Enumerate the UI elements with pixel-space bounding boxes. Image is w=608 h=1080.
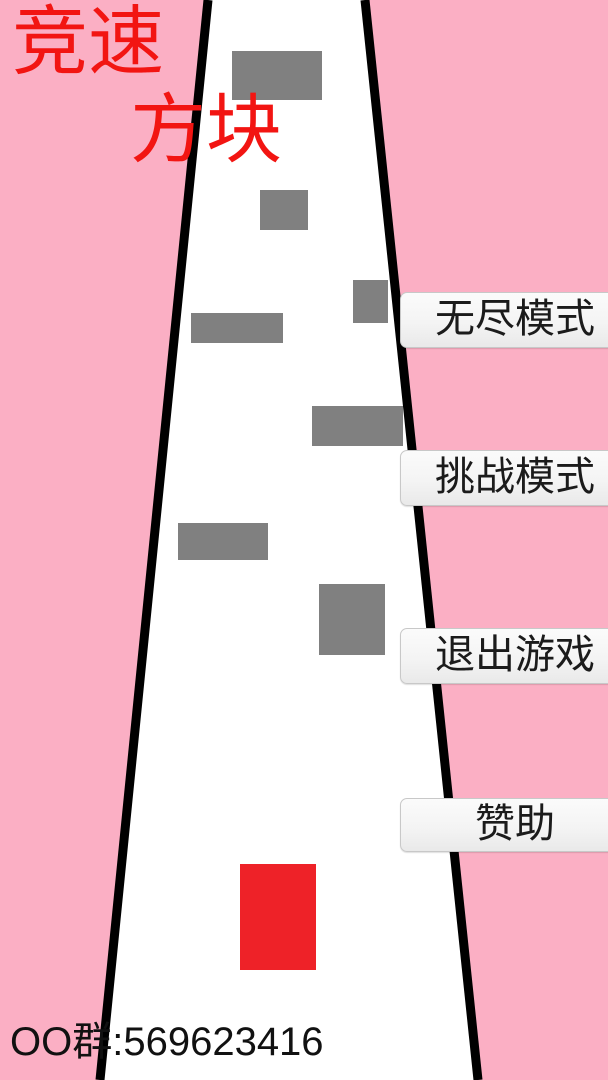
main-menu: 无尽模式 挑战模式 退出游戏 赞助: [400, 0, 608, 1080]
obstacle-block: [353, 280, 388, 323]
player-block[interactable]: [240, 864, 316, 970]
road-edge-left-line: [95, 0, 213, 1080]
obstacle-block: [312, 406, 403, 446]
qq-group-text: OO群:569623416: [10, 1020, 324, 1064]
menu-button-quit-game[interactable]: 退出游戏: [400, 628, 608, 684]
road-edge-right-line: [360, 0, 483, 1080]
obstacle-block: [232, 51, 322, 100]
menu-button-challenge-mode[interactable]: 挑战模式: [400, 450, 608, 506]
obstacle-block: [191, 313, 283, 343]
road-surface: [100, 0, 478, 1080]
menu-button-sponsor[interactable]: 赞助: [400, 798, 608, 852]
obstacle-block: [260, 190, 308, 230]
menu-button-endless-mode[interactable]: 无尽模式: [400, 292, 608, 348]
obstacle-block: [178, 523, 268, 560]
obstacle-block: [319, 584, 385, 655]
